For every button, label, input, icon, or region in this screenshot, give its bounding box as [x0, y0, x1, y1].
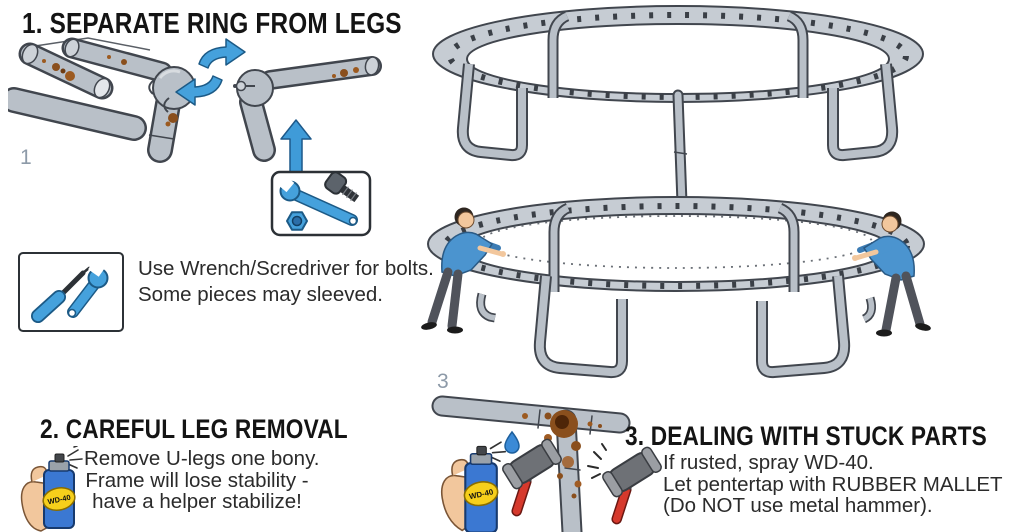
detached-rail-tube — [18, 42, 114, 100]
wrench-bolt-nut-box — [270, 170, 372, 237]
front-left-u-leg — [533, 275, 628, 379]
bolt-hook-mark — [163, 97, 170, 113]
step2-heading: 2. CAREFUL LEG REMOVAL — [40, 414, 348, 444]
screwdriver-icon — [31, 266, 91, 323]
shirt — [441, 231, 494, 277]
screwdriver-wrench-icon — [31, 258, 109, 323]
rust-patch — [522, 410, 602, 499]
up-arrow-icon — [280, 119, 312, 173]
tools-note-line1: Use Wrench/Scredriver for bolts. — [138, 257, 434, 280]
wrench-icon — [67, 258, 109, 318]
bolt-icon — [324, 171, 360, 203]
step2-line3: have a helper stabilize! — [92, 490, 302, 513]
rust-spot — [52, 63, 60, 71]
step3-line3: (Do NOT use metal hammer). — [663, 494, 933, 517]
upper-rail-tube — [61, 37, 173, 83]
tools-note-box — [18, 252, 124, 332]
step1-heading: 1. SEPARATE RING FROM LEGS — [22, 8, 402, 40]
bolt-pin — [235, 80, 247, 92]
rubber-mallet-icon — [602, 446, 662, 525]
step2-line1: Remove U-legs one bony. — [84, 447, 320, 470]
spray-lines-icon — [67, 446, 83, 469]
stuck-joint-illustration: WD-40 — [431, 395, 662, 532]
corner-joint-left — [147, 66, 196, 163]
step3-figure-label: 3 — [437, 370, 449, 393]
rust-spot — [340, 69, 348, 77]
wire-line — [21, 37, 151, 51]
spray-lines-icon — [489, 441, 507, 462]
nut-icon — [286, 211, 308, 231]
person-left — [421, 207, 506, 334]
hand — [440, 474, 473, 532]
corner-joint-right — [233, 56, 382, 162]
tools-note-line2: Some pieces may sleeved. — [138, 283, 383, 306]
person-right — [852, 211, 931, 337]
lower-rail-tube — [8, 87, 147, 141]
back-legs — [548, 202, 800, 292]
shirt — [862, 235, 915, 281]
back-legs — [547, 10, 809, 98]
wd40-can-icon: WD-40 — [440, 441, 507, 532]
tools-note-text: Use Wrench/Scredriver for bolts. Some pi… — [138, 256, 434, 308]
step3-line2: Let pentertap with RUBBER MALLET — [663, 472, 1003, 496]
rust-spot — [168, 113, 178, 123]
hand — [20, 481, 51, 532]
droplet-icon — [504, 430, 520, 454]
bolt-hook-mark — [148, 79, 155, 95]
rotate-arrows-icon — [175, 38, 246, 106]
rust-spot — [65, 71, 75, 81]
front-right-u-leg — [827, 63, 899, 162]
ring-inner — [461, 213, 891, 283]
step3-line1: If rusted, spray WD-40. — [663, 451, 874, 474]
wrench-icon — [276, 174, 358, 226]
wd40-can-icon: WD-40 — [20, 446, 83, 532]
trampoline-frame-illustration — [432, 5, 924, 236]
step1-figure-label: 1 — [20, 146, 32, 169]
front-right-u-leg — [756, 275, 851, 379]
step3-text: If rusted, spray WD-40. Let pentertap wi… — [663, 452, 1003, 517]
ring-inner — [466, 23, 890, 95]
step1-pipe-joint-illustration — [8, 37, 382, 237]
step3-heading: 3. DEALING WITH STUCK PARTS — [625, 421, 987, 451]
detached-leg-stub-left — [476, 292, 496, 323]
front-left-u-leg — [456, 63, 528, 162]
step2-text: Remove U-legs one bony. Frame will lose … — [84, 447, 320, 513]
impact-marks — [587, 443, 607, 479]
trampoline-lift-illustration — [421, 196, 931, 379]
detached-leg-stub-right — [861, 296, 876, 324]
rusted-t-joint — [431, 395, 631, 532]
step2-line2: Frame will lose stability - — [85, 468, 309, 492]
rubber-mallet-icon — [502, 438, 562, 517]
